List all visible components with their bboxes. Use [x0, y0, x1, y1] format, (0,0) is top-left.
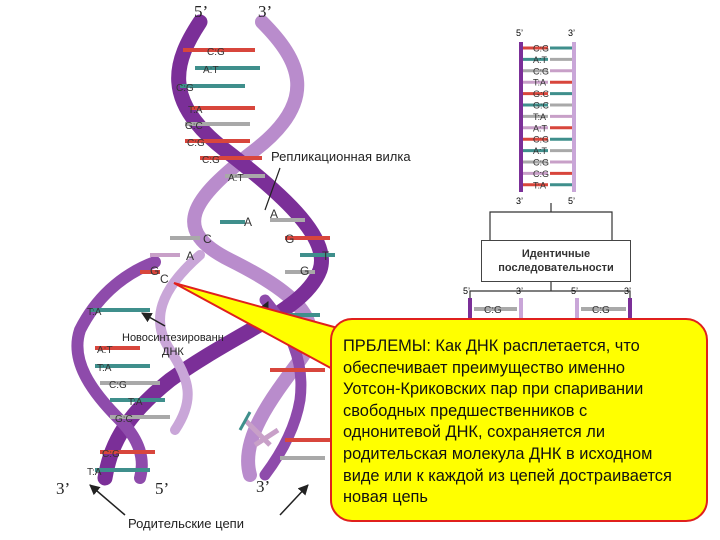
ladder-pair-label: C:G	[533, 66, 549, 76]
daughter-ladders: C:G C:G 5’ 3’ 5’ 3’	[463, 286, 632, 318]
free-base: C	[203, 232, 212, 246]
pair-label: A:T	[228, 173, 244, 184]
ladder-pair-label: A:T	[533, 55, 548, 65]
ladder-end-label: 5’	[568, 196, 575, 206]
fork-free-bases	[140, 218, 335, 274]
parent-helix-back-strand	[187, 15, 318, 482]
pair-label: T:A	[87, 467, 102, 478]
box-to-daughters-bracket	[469, 282, 631, 300]
loose-nucleotides	[238, 411, 280, 448]
ladder-end-label: 3’	[516, 196, 523, 206]
ladder-pair-label: T:A	[533, 78, 546, 88]
ladder-pair-label: C:G	[533, 158, 549, 168]
fork-pointer-line	[264, 167, 281, 211]
ladder-rungs: C:GA:TC:GT:AG:CG:CT:AA:TC:GA:TC:GC:GT:A	[523, 44, 572, 190]
ladder-end-label: 3’	[568, 28, 575, 38]
free-base: C	[160, 272, 169, 286]
ladder-end-label: 5’	[516, 28, 523, 38]
helix-end-label: 5’	[194, 2, 209, 21]
ladder-pair-label: C:G	[533, 135, 549, 145]
pair-label: T:A	[188, 105, 203, 116]
parent-chains-label: Родительские цепи	[128, 516, 244, 531]
helix-upper-pairs	[180, 48, 265, 178]
identical-ladder-top: C:GA:TC:GT:AG:CG:CT:AA:TC:GA:TC:GC:GT:A …	[516, 28, 576, 206]
pair-label: C:G	[187, 138, 205, 149]
pair-label: A:T	[97, 345, 113, 356]
pair-label: C:G	[592, 305, 610, 316]
ladder-pair-label: A:T	[533, 146, 548, 156]
daughter-end-label: 5’	[463, 286, 470, 296]
ladder-pair-label: G:C	[533, 101, 550, 111]
free-base: A	[244, 215, 252, 229]
ladder-pair-label: T:A	[533, 180, 546, 190]
identical-box-line: Идентичные	[521, 248, 591, 260]
pair-label: C:G	[202, 155, 220, 166]
helix-end-label: 5’	[155, 479, 170, 498]
helix-lower-pairs	[90, 308, 170, 472]
daughter-helix-strand	[71, 256, 161, 484]
pair-label: T:A	[87, 307, 102, 318]
pair-label: T:A	[97, 363, 112, 374]
ladder-pair-label: C:G	[533, 44, 549, 54]
identical-sequences-box: Идентичные последовательности	[481, 240, 631, 282]
free-base: A	[270, 207, 278, 221]
free-base: G	[300, 264, 309, 278]
pair-label: C:G	[176, 83, 194, 94]
parent-chain-arrow	[279, 484, 309, 516]
helix-end-label: 3’	[256, 477, 271, 496]
pair-label: C:G	[102, 449, 120, 460]
ladder-pair-label: C:G	[533, 169, 549, 179]
ladder-bracket	[489, 203, 613, 240]
parent-helix-front-strand	[97, 14, 329, 486]
ladder-pair-label: T:A	[533, 112, 546, 122]
ladder-pair-label: G:C	[533, 89, 550, 99]
new-dna-label-line: Новосинтезированн	[122, 332, 224, 344]
new-dna-label: Новосинтезированн ДНК	[122, 331, 224, 359]
pair-label: C:G	[109, 380, 127, 391]
problems-callout-text: ПРБЛЕМЫ: Как ДНК расплетается, что обесп…	[343, 337, 672, 507]
pair-label: G:C	[185, 121, 203, 132]
daughter-end-label: 5’	[571, 286, 578, 296]
free-base: G	[150, 264, 159, 278]
daughter-end-label: 3’	[516, 286, 523, 296]
pair-label: T:A	[128, 397, 143, 408]
parent-chain-arrow	[89, 484, 126, 516]
helix-end-label: 3’	[258, 2, 273, 21]
free-base: T	[322, 249, 330, 263]
daughter-end-label: 3’	[624, 286, 631, 296]
new-dna-arrow	[141, 312, 166, 327]
problems-callout: ПРБЛЕМЫ: Как ДНК расплетается, что обесп…	[330, 318, 708, 522]
daughter-helix-strand-back	[155, 250, 205, 435]
new-dna-label-line: ДНК	[162, 346, 184, 358]
pair-label: G:C	[115, 414, 133, 425]
free-base: G	[285, 232, 294, 246]
pair-label: C:G	[207, 47, 225, 58]
fork-label: Репликационная вилка	[271, 149, 411, 164]
pair-label: C:G	[484, 305, 502, 316]
identical-box-line: последовательности	[498, 262, 614, 274]
pair-label: A:T	[203, 65, 219, 76]
ladder-pair-label: A:T	[533, 123, 548, 133]
helix-end-label: 3’	[56, 479, 71, 498]
free-base: A	[186, 249, 194, 263]
